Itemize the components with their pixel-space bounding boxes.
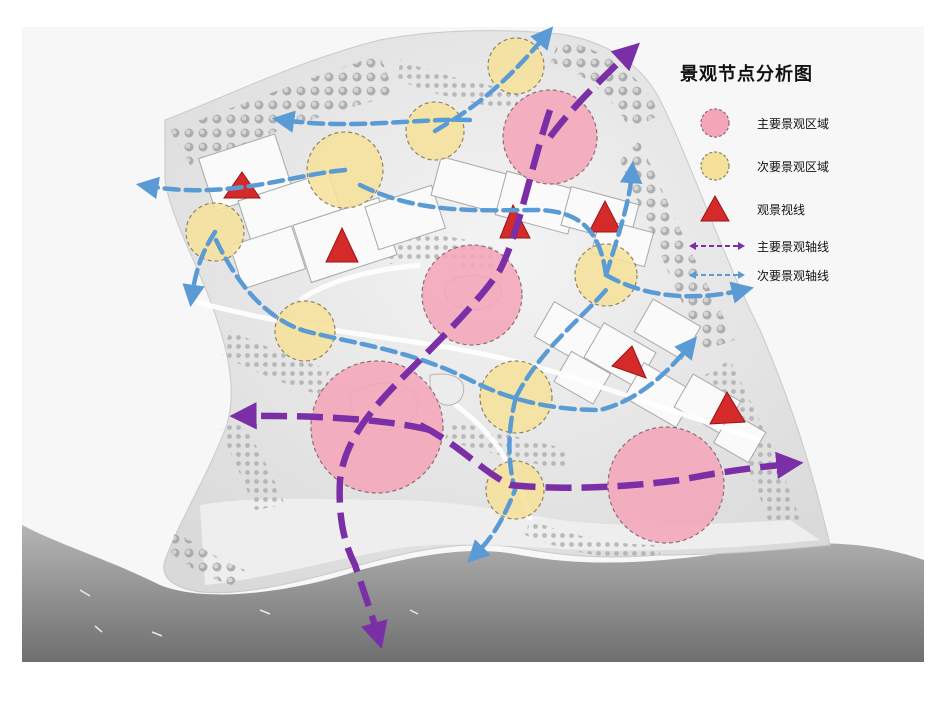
viewpoint-triangle bbox=[611, 345, 647, 379]
sea-area bbox=[22, 525, 924, 662]
legend-item-major-axis: 主要景观轴线 bbox=[689, 230, 895, 262]
purple-dashed-arrow-icon bbox=[689, 242, 745, 250]
legend-label-major-axis: 主要景观轴线 bbox=[757, 240, 830, 254]
viewpoint-triangle bbox=[709, 390, 746, 425]
legend-item-minor-axis: 次要景观轴线 bbox=[689, 259, 895, 291]
major-axis-line bbox=[547, 42, 640, 139]
pink-circle-icon bbox=[700, 108, 730, 138]
yellow-circle-icon bbox=[700, 151, 730, 181]
major-axis-line bbox=[229, 402, 431, 434]
minor-axis-line bbox=[603, 272, 754, 304]
minor-axis-line bbox=[135, 167, 348, 199]
legend-label-major-zone: 主要景观区域 bbox=[757, 117, 830, 131]
minor-axis-line bbox=[467, 394, 519, 563]
legend-label-minor-axis: 次要景观轴线 bbox=[757, 269, 830, 283]
legend-item-viewpoint: 观景视线 bbox=[695, 193, 895, 225]
legend-label-viewpoint: 观景视线 bbox=[757, 203, 806, 217]
boats bbox=[79, 589, 419, 637]
red-triangle-icon bbox=[700, 194, 730, 222]
minor-axes bbox=[135, 26, 754, 563]
minor-axis-line bbox=[182, 229, 218, 308]
minor-axis-line bbox=[513, 287, 609, 400]
blue-dashed-arrow-icon bbox=[689, 271, 745, 279]
major-axis-line bbox=[418, 422, 804, 491]
legend-label-minor-zone: 次要景观区域 bbox=[757, 160, 830, 174]
viewpoints bbox=[223, 171, 746, 425]
minor-axis-line bbox=[213, 237, 698, 413]
legend-title: 景观节点分析图 bbox=[680, 64, 813, 85]
major-axis-line bbox=[336, 108, 554, 650]
minor-axis-line bbox=[432, 26, 554, 134]
viewpoint-triangle bbox=[588, 199, 622, 233]
beach bbox=[200, 498, 820, 585]
minor-axis-line bbox=[271, 110, 473, 133]
major-axes bbox=[229, 42, 804, 650]
minor-axis-line bbox=[357, 182, 609, 278]
legend-item-minor-zone: 次要景观区域 bbox=[695, 150, 895, 182]
viewpoint-triangle bbox=[325, 226, 359, 263]
minor-axis-line bbox=[603, 160, 643, 278]
legend-item-major-zone: 主要景观区域 bbox=[695, 107, 895, 139]
